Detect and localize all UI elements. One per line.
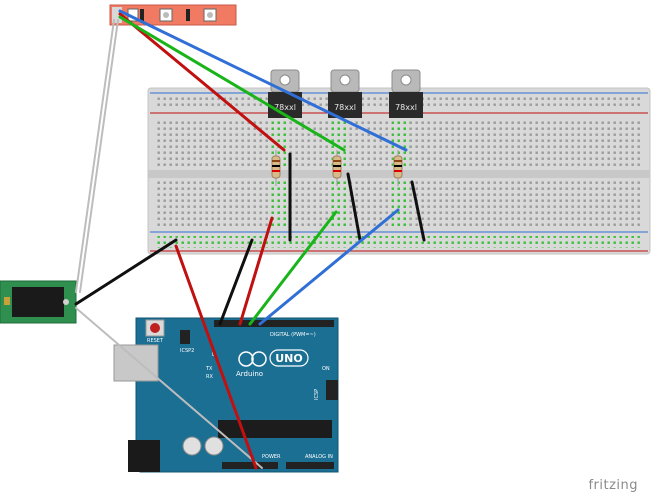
digital-header <box>214 320 334 327</box>
wire-black-jack-to-rail[interactable] <box>74 238 178 306</box>
wire-grey-strip-to-jack[interactable] <box>75 19 115 293</box>
icsp-label: ICSP <box>314 389 320 400</box>
resistor-2[interactable] <box>332 150 342 186</box>
bottom-power-rail-holes <box>156 236 642 248</box>
wire-blue-strip-to-reg3[interactable] <box>118 9 408 152</box>
regulator-mount-hole <box>400 74 412 86</box>
regulator-mount-hole <box>279 74 291 86</box>
resistor-smd <box>140 9 144 21</box>
capacitor <box>204 436 224 456</box>
usb-port <box>113 344 159 382</box>
wire-red-rail-to-power[interactable] <box>174 244 258 470</box>
board-dc-jack <box>128 440 160 472</box>
wire-black-reg2-gnd[interactable] <box>346 172 362 242</box>
rx-label: RX <box>206 374 213 380</box>
led-lens <box>163 12 169 18</box>
fritzing-watermark: fritzing <box>588 478 638 493</box>
regulator-1[interactable]: 78xxl <box>268 69 302 118</box>
regulator-label: 78xxl <box>274 103 296 112</box>
icsp2-header <box>180 330 190 344</box>
resistor-3[interactable] <box>393 150 403 186</box>
jack-contact <box>4 297 10 305</box>
infinity-logo-right <box>251 351 267 367</box>
dc-power-jack[interactable] <box>0 280 77 324</box>
infinity-logo-left <box>238 351 254 367</box>
wire-grey-strip-to-jack-2[interactable] <box>79 19 119 293</box>
resistor-1[interactable] <box>271 150 281 186</box>
wire-grey-jack-to-vin[interactable] <box>75 307 263 469</box>
on-label: ON <box>322 366 330 372</box>
uno-badge <box>269 349 309 367</box>
wire-black-rail-to-gnd[interactable] <box>218 238 254 326</box>
regulator-body <box>389 92 423 118</box>
wire-red-strip-to-reg1[interactable] <box>118 12 286 152</box>
analog-header <box>286 462 334 469</box>
power-label: POWER <box>262 454 281 460</box>
wire-green-reg2-to-pin[interactable] <box>248 210 338 326</box>
analog-label: ANALOG IN <box>305 454 333 460</box>
digital-label: DIGITAL (PWM=~) <box>270 332 316 338</box>
power-header <box>222 462 278 469</box>
reset-label: RESET <box>147 338 164 344</box>
resistor-smd <box>186 9 190 21</box>
capacitor <box>182 436 202 456</box>
jack-pin <box>63 299 69 305</box>
uno-label: UNO <box>275 352 303 365</box>
column-highlight-1b <box>271 180 289 228</box>
regulator-mount-hole <box>339 74 351 86</box>
icsp-header <box>326 380 338 400</box>
tx-label: TX <box>205 366 213 372</box>
atmega-chip <box>218 420 332 438</box>
icsp2-label: ICSP2 <box>180 348 194 354</box>
regulator-2[interactable]: 78xxl <box>328 69 362 118</box>
wire-black-reg3-gnd[interactable] <box>410 180 426 242</box>
column-highlight-2b <box>331 180 349 228</box>
led-lens <box>207 12 213 18</box>
wires <box>74 9 426 470</box>
wire-red-reg1-to-pin[interactable] <box>238 216 274 326</box>
jack-body <box>12 287 64 317</box>
column-highlight-3b <box>392 180 410 228</box>
led-strip-pads <box>112 7 122 23</box>
regulator-label: 78xxl <box>395 103 417 112</box>
arduino-uno[interactable]: RESET ICSP2 DIGITAL (PWM=~) UNO Arduino … <box>113 317 339 473</box>
arduino-board <box>135 317 339 473</box>
wire-green-strip-to-reg2[interactable] <box>118 15 346 152</box>
l-label: L <box>212 352 215 358</box>
regulator-3[interactable]: 78xxl <box>389 69 423 118</box>
reset-button-cap <box>150 323 160 333</box>
wire-blue-reg3-to-pin[interactable] <box>258 208 400 326</box>
regulator-label: 78xxl <box>334 103 356 112</box>
arduino-brand-label: Arduino <box>236 370 263 378</box>
